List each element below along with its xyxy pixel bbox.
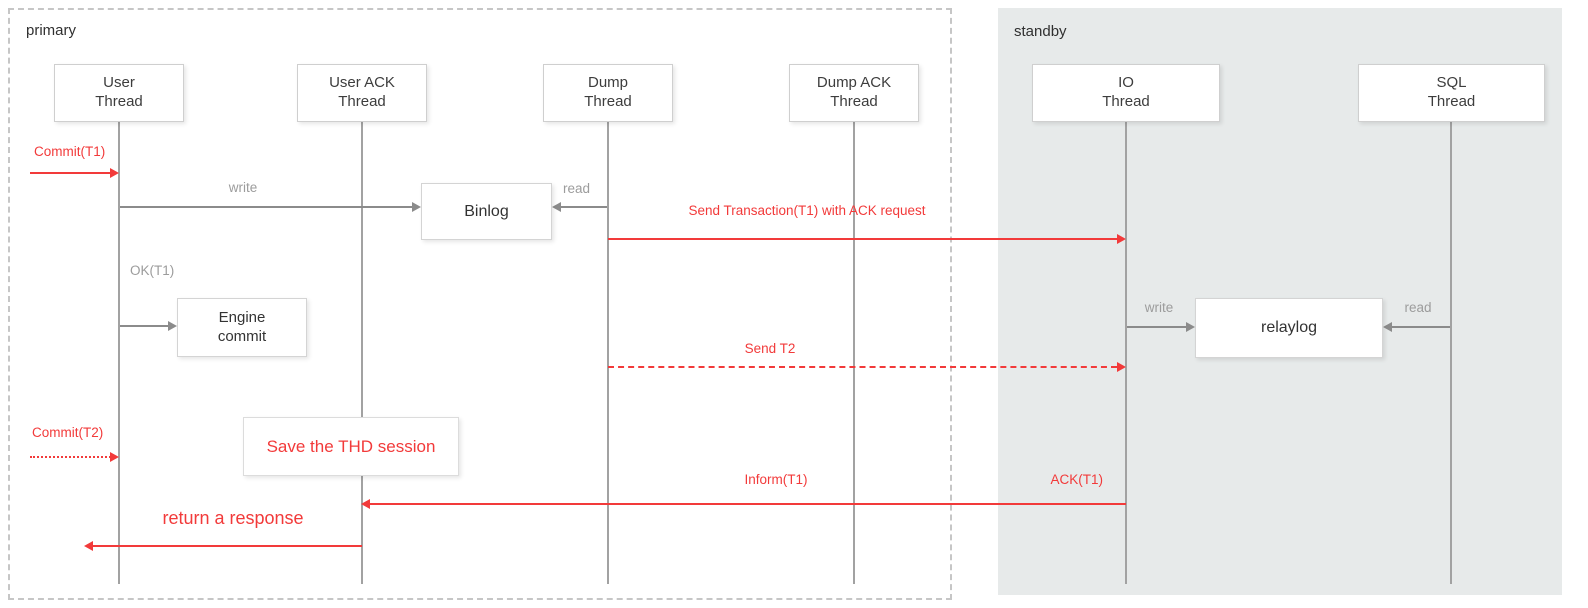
actor-label-sql-thread-line1: SQL — [1436, 74, 1467, 92]
message-write-relaylog-arrowhead — [1186, 322, 1195, 332]
message-write-binlog-arrowhead — [412, 202, 421, 212]
actor-label-user-ack-thread-line2: Thread — [338, 93, 386, 110]
message-inform-t1-arrowhead — [361, 499, 370, 509]
message-read-binlog-arrowhead — [552, 202, 561, 212]
message-ok-t1-label: OK(T1) — [130, 263, 175, 278]
message-inform-t1-label: Inform(T1) — [744, 472, 808, 487]
message-commit-t1-label: Commit(T1) — [34, 144, 106, 159]
lifeline-io-thread — [1125, 122, 1127, 584]
message-send-t1-arrow — [608, 238, 1117, 240]
message-send-t1-label: Send Transaction(T1) with ACK request — [688, 203, 926, 218]
actor-label-dump-ack-thread-line1: Dump ACK — [816, 74, 892, 92]
relaylog-box: relaylog — [1195, 298, 1383, 358]
actor-box-user-thread: User Thread — [54, 64, 184, 122]
lifeline-dump-thread — [607, 122, 609, 584]
message-read-binlog-arrow — [561, 206, 607, 208]
message-write-binlog-label: write — [228, 180, 258, 195]
message-read-relaylog-arrow — [1392, 326, 1450, 328]
actor-label-dump-thread-line2: Thread — [584, 93, 632, 110]
message-commit-t2-label: Commit(T2) — [32, 425, 104, 440]
message-return-response-arrow — [93, 545, 362, 547]
message-commit-t1-arrowhead — [110, 168, 119, 178]
thd-session-note-label: Save the THD session — [266, 436, 436, 456]
thd-session-note: Save the THD session — [243, 417, 459, 476]
binlog-box: Binlog — [421, 183, 552, 240]
message-send-t2-label: Send T2 — [744, 341, 796, 356]
actor-box-dump-ack-thread: Dump ACK Thread — [789, 64, 919, 122]
message-engine-commit-arrowhead — [168, 321, 177, 331]
actor-label-user-ack-thread-line1: User ACK — [329, 74, 395, 92]
actor-box-user-ack-thread: User ACK Thread — [297, 64, 427, 122]
message-return-response-label: return a response — [162, 508, 304, 528]
standby-region-label: standby — [1014, 23, 1067, 40]
message-commit-t2-arrow — [30, 456, 111, 458]
message-send-t2-arrow — [608, 366, 1117, 368]
lifeline-dump-ack-thread — [853, 122, 855, 584]
actor-label-user-thread-line2: Thread — [95, 93, 143, 110]
actor-label-dump-thread-line1: Dump — [587, 74, 628, 92]
engine-commit-label-line1: Engine — [218, 308, 266, 326]
lifeline-user-thread — [118, 122, 120, 584]
actor-label-user-thread-line1: User — [103, 74, 135, 92]
actor-label-io-thread-line1: IO — [1118, 74, 1134, 92]
actor-label-dump-ack-thread-line2: Thread — [830, 93, 878, 110]
lifeline-user-ack-thread — [361, 122, 363, 584]
message-write-relaylog-arrow — [1127, 326, 1186, 328]
message-engine-commit-arrow — [120, 325, 168, 327]
actor-label-io-thread-line2: Thread — [1102, 93, 1150, 110]
engine-commit-label-line2: commit — [217, 327, 267, 345]
message-commit-t2-arrowhead — [110, 452, 119, 462]
binlog-label: Binlog — [464, 202, 509, 220]
actor-label-sql-thread-line2: Thread — [1427, 93, 1476, 110]
relaylog-label: relaylog — [1260, 319, 1318, 336]
message-ack-t1-label: ACK(T1) — [1050, 472, 1103, 487]
engine-commit-box: Engine commit — [177, 298, 307, 357]
actor-box-sql-thread: SQL Thread — [1358, 64, 1545, 122]
message-read-relaylog-label: read — [1404, 300, 1432, 315]
message-commit-t1-arrow — [30, 172, 111, 174]
primary-region-label: primary — [26, 22, 77, 39]
message-read-relaylog-arrowhead — [1383, 322, 1392, 332]
message-write-binlog-arrow — [120, 206, 413, 208]
message-write-relaylog-label: write — [1144, 300, 1174, 315]
message-send-t2-arrowhead — [1117, 362, 1126, 372]
message-send-t1-arrowhead — [1117, 234, 1126, 244]
actor-box-io-thread: IO Thread — [1032, 64, 1220, 122]
message-return-response-arrowhead — [84, 541, 93, 551]
actor-box-dump-thread: Dump Thread — [543, 64, 673, 122]
message-inform-t1-arrow — [370, 503, 1126, 505]
lifeline-sql-thread — [1450, 122, 1452, 584]
message-read-binlog-label: read — [563, 181, 591, 196]
